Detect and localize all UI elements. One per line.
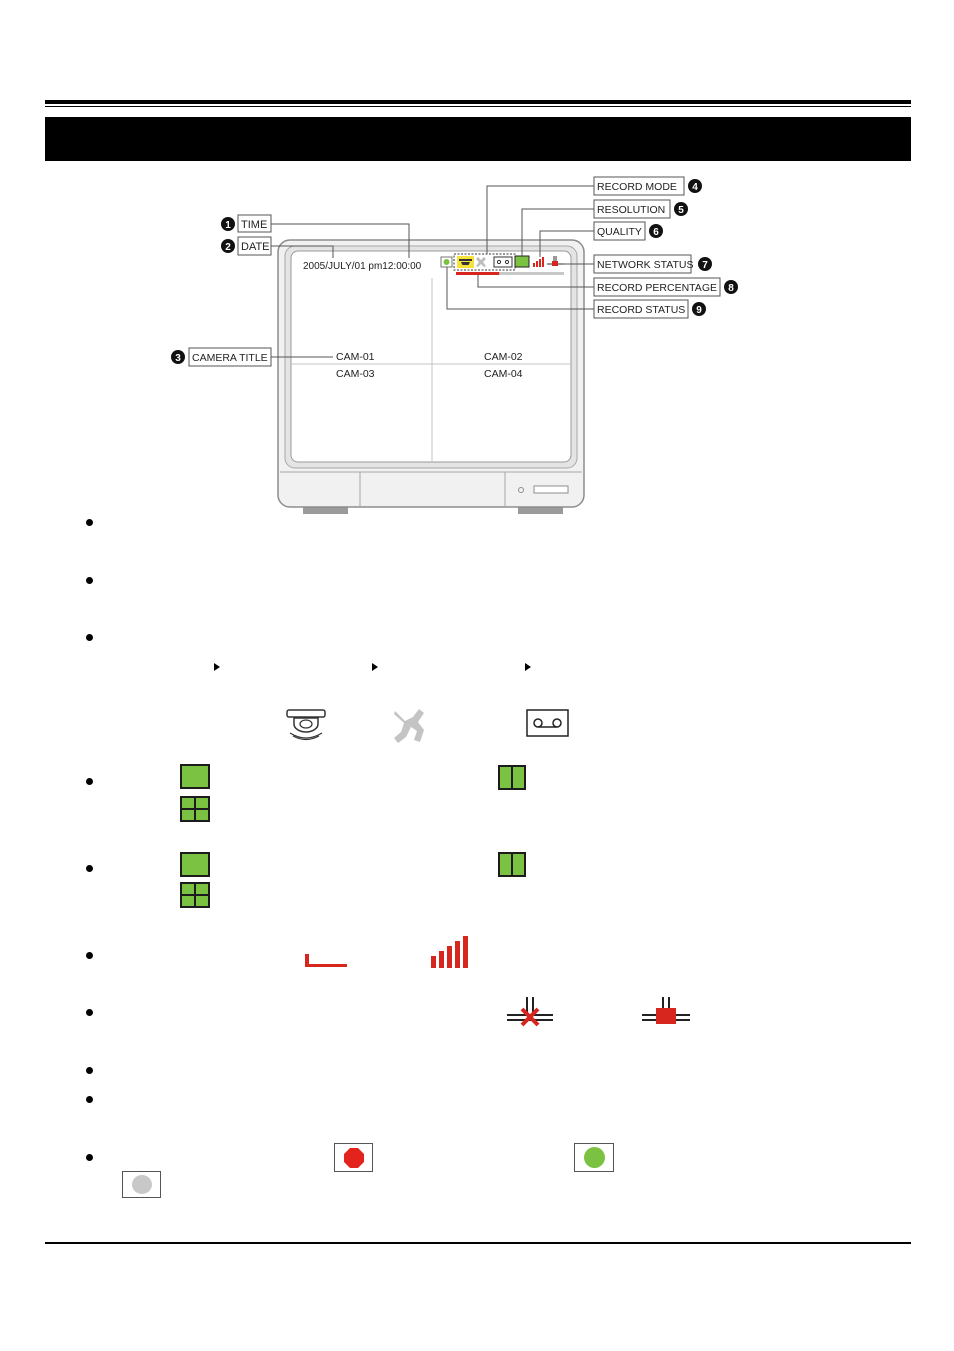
standby-icon [574, 1143, 614, 1172]
callout-number: 8 [728, 283, 734, 294]
section-title-bar [45, 117, 911, 161]
callout-date: 2 DATE [221, 236, 272, 256]
leader-record-status [446, 267, 594, 310]
leader-resolution [521, 208, 594, 256]
network-disconnected-icon [507, 997, 553, 1027]
single-screen-icon [180, 764, 210, 789]
osd-dome-camera-icon [459, 259, 472, 265]
cam-title-4: CAM-04 [484, 368, 523, 380]
leader-date [271, 245, 334, 258]
osd-diagram: 2005/JULY/01 pm12:00:00 CAM-01 CAM-02 CA… [171, 176, 738, 514]
tape-icon [526, 709, 569, 737]
bullet-quality [86, 952, 93, 959]
callout-number: 3 [175, 353, 181, 364]
bullet-resolution-2 [86, 865, 93, 872]
dual-screen-icon [498, 852, 526, 877]
leader-record-percentage [477, 275, 594, 288]
callout-label: RECORD STATUS [597, 304, 685, 316]
monitor-slot [533, 485, 569, 494]
osd-motion-icon [476, 257, 486, 267]
bullet-date [86, 577, 93, 584]
callout-number: 5 [678, 205, 684, 216]
leader-time [271, 223, 410, 258]
osd-status-icons [440, 253, 564, 275]
cam-title-1: CAM-01 [336, 351, 375, 363]
callout-label: RECORD PERCENTAGE [597, 282, 717, 294]
callout-label: NETWORK STATUS [597, 259, 693, 271]
quad-screen-icon [180, 796, 210, 822]
callout-label: QUALITY [597, 226, 642, 238]
dome-camera-icon [286, 709, 326, 741]
callout-number: 1 [225, 220, 231, 231]
callout-time: 1 TIME [221, 214, 272, 233]
leader-record-mode [486, 185, 594, 254]
callout-label: DATE [241, 241, 270, 253]
osd-quality-icon [533, 257, 544, 267]
recording-icon [334, 1143, 373, 1172]
quality-high-icon [431, 936, 468, 968]
osd-record-status-dot [443, 259, 450, 265]
bullet-record-status [86, 1154, 93, 1161]
monitor-illustration [277, 239, 585, 514]
arrow-icon [214, 663, 220, 671]
callout-number: 9 [696, 305, 702, 316]
top-rule-thick [45, 100, 911, 104]
callout-label: TIME [241, 219, 267, 231]
osd-tape-reel-left [496, 259, 502, 265]
callout-record-percentage: RECORD PERCENTAGE 8 [593, 277, 738, 297]
callout-number: 2 [225, 242, 231, 253]
callout-network-status: NETWORK STATUS 7 [593, 254, 712, 274]
callout-record-mode: RECORD MODE 4 [593, 176, 702, 196]
callout-resolution: RESOLUTION 5 [593, 199, 688, 219]
callout-label: CAMERA TITLE [192, 352, 268, 364]
single-screen-icon [180, 852, 210, 877]
bullet-network [86, 1009, 93, 1016]
callout-number: 4 [692, 182, 698, 193]
idle-icon [122, 1171, 161, 1198]
quality-low-icon [305, 954, 347, 967]
leader-quality [539, 230, 594, 257]
osd-timestamp: 2005/JULY/01 pm12:00:00 [303, 261, 422, 272]
bullet-camera-title [86, 634, 93, 641]
top-rule-thin [45, 106, 911, 107]
callout-camera-title: 3 CAMERA TITLE [171, 347, 272, 367]
callout-label: RECORD MODE [597, 181, 677, 193]
bullet-time [86, 519, 93, 526]
callout-number: 6 [653, 227, 659, 238]
callout-record-status: RECORD STATUS 9 [593, 299, 706, 319]
bullet-record-percentage-2 [86, 1096, 93, 1103]
footer-rule [45, 1242, 911, 1244]
callout-quality: QUALITY 6 [593, 221, 663, 241]
callout-label: RESOLUTION [597, 204, 665, 216]
power-led [518, 487, 524, 493]
arrow-icon [525, 663, 531, 671]
bullet-resolution [86, 778, 93, 785]
osd-record-percentage-track [456, 272, 564, 275]
cam-title-2: CAM-02 [484, 351, 523, 363]
dual-screen-icon [498, 765, 526, 790]
osd-resolution-icon [514, 255, 530, 268]
motion-figure-icon [394, 709, 424, 743]
quad-screen-icon [180, 882, 210, 908]
cam-title-3: CAM-03 [336, 368, 375, 380]
osd-tape-reel-right [504, 259, 510, 265]
network-connected-icon [642, 997, 690, 1024]
osd-tape-icon [493, 256, 513, 268]
arrow-icon [372, 663, 378, 671]
osd-network-icon [547, 256, 564, 266]
bullet-record-percentage [86, 1067, 93, 1074]
callout-number: 7 [702, 260, 708, 271]
osd-record-percentage-fill [456, 272, 500, 275]
callout-leader-lines [271, 185, 594, 358]
